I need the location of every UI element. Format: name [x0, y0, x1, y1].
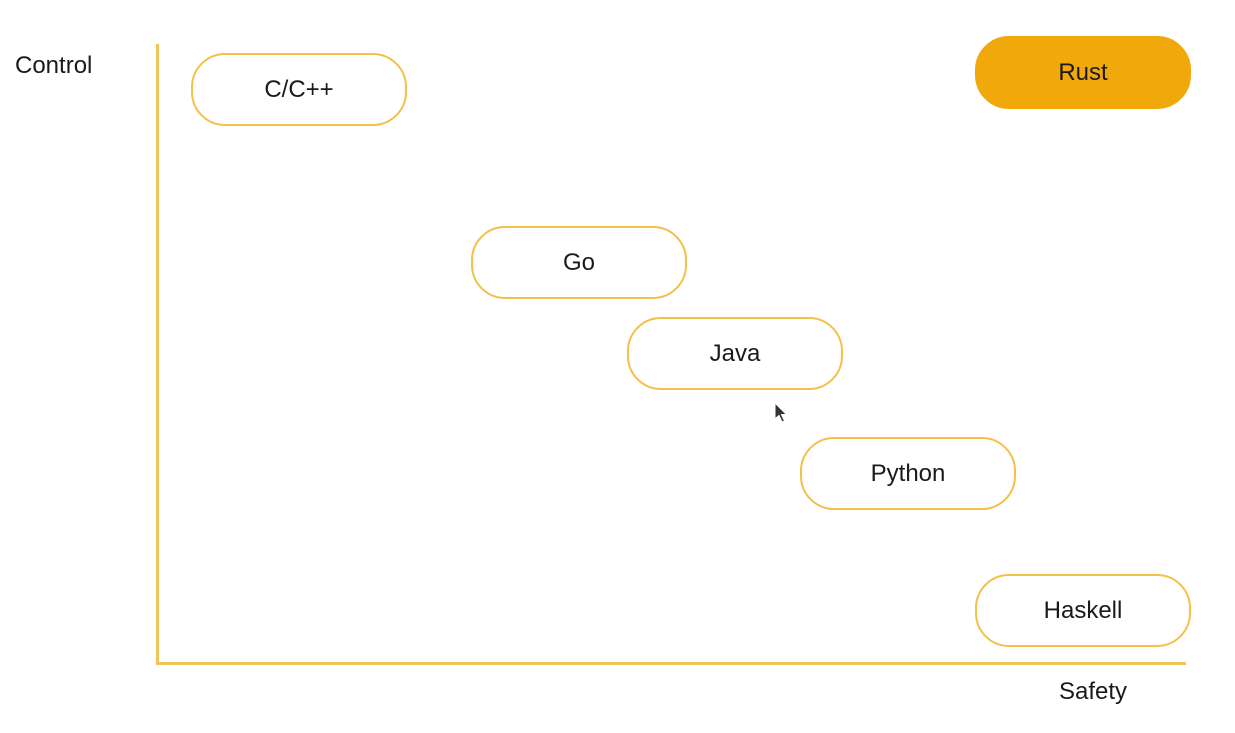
language-node-cpp: C/C++: [191, 53, 407, 126]
y-axis-line: [156, 44, 159, 665]
y-axis-label: Control: [15, 52, 93, 79]
language-node-haskell: Haskell: [975, 574, 1191, 647]
language-node-python: Python: [800, 437, 1016, 510]
x-axis-line: [156, 662, 1186, 665]
language-node-java: Java: [627, 317, 843, 390]
mouse-pointer-icon: [774, 402, 788, 423]
language-node-go: Go: [471, 226, 687, 299]
x-axis-label: Safety: [1059, 678, 1128, 705]
language-node-rust: Rust: [975, 36, 1191, 109]
